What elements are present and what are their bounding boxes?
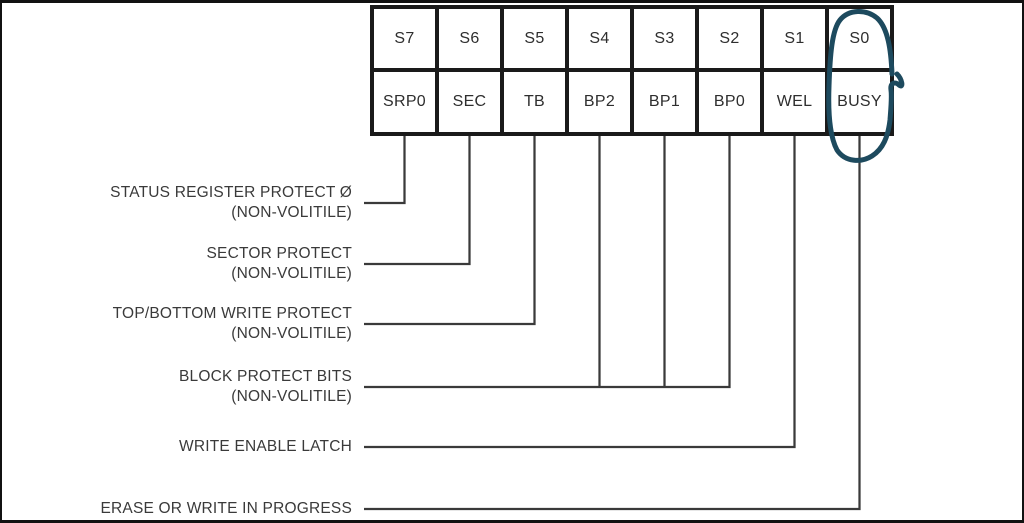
cell-s4: S4 — [569, 9, 630, 68]
label-subtitle: (NON-VOLITILE) — [231, 325, 352, 342]
status-register-table: S7 S6 S5 S4 S3 S2 S1 S0 SRP0 SEC TB BP2 … — [370, 5, 894, 136]
cell-bp2: BP2 — [569, 72, 630, 132]
label-title: STATUS REGISTER PROTECT Ø — [110, 184, 352, 201]
label-title: SECTOR PROTECT — [206, 245, 352, 262]
cell-s3: S3 — [634, 9, 695, 68]
label-status-register-protect: STATUS REGISTER PROTECT Ø (NON-VOLITILE) — [12, 183, 352, 223]
cell-wel: WEL — [764, 72, 825, 132]
cell-bp0: BP0 — [699, 72, 760, 132]
label-title: WRITE ENABLE LATCH — [179, 438, 352, 455]
connector-tb — [364, 135, 536, 326]
cell-s0: S0 — [829, 9, 890, 68]
cell-tb: TB — [504, 72, 565, 132]
connector-wel — [364, 135, 796, 449]
cell-busy: BUSY — [829, 72, 890, 132]
label-top-bottom-write-protect: TOP/BOTTOM WRITE PROTECT (NON-VOLITILE) — [12, 304, 352, 344]
label-subtitle: (NON-VOLITILE) — [231, 388, 352, 405]
cell-srp0: SRP0 — [374, 72, 435, 132]
cell-bp1: BP1 — [634, 72, 695, 132]
label-sector-protect: SECTOR PROTECT (NON-VOLITILE) — [12, 244, 352, 284]
cell-s2: S2 — [699, 9, 760, 68]
label-title: BLOCK PROTECT BITS — [179, 368, 352, 385]
label-block-protect-bits: BLOCK PROTECT BITS (NON-VOLITILE) — [12, 367, 352, 407]
cell-s5: S5 — [504, 9, 565, 68]
connector-busy — [364, 135, 861, 511]
label-erase-or-write-in-progress: ERASE OR WRITE IN PROGRESS — [12, 499, 352, 519]
cell-s7: S7 — [374, 9, 435, 68]
connector-sec — [364, 135, 471, 266]
label-subtitle: (NON-VOLITILE) — [231, 265, 352, 282]
cell-s1: S1 — [764, 9, 825, 68]
cell-sec: SEC — [439, 72, 500, 132]
label-subtitle: (NON-VOLITILE) — [231, 204, 352, 221]
connector-bp-bits — [364, 135, 731, 389]
label-title: ERASE OR WRITE IN PROGRESS — [100, 500, 352, 517]
connector-srp0 — [364, 135, 406, 205]
label-title: TOP/BOTTOM WRITE PROTECT — [112, 305, 352, 322]
label-write-enable-latch: WRITE ENABLE LATCH — [12, 437, 352, 457]
cell-s6: S6 — [439, 9, 500, 68]
